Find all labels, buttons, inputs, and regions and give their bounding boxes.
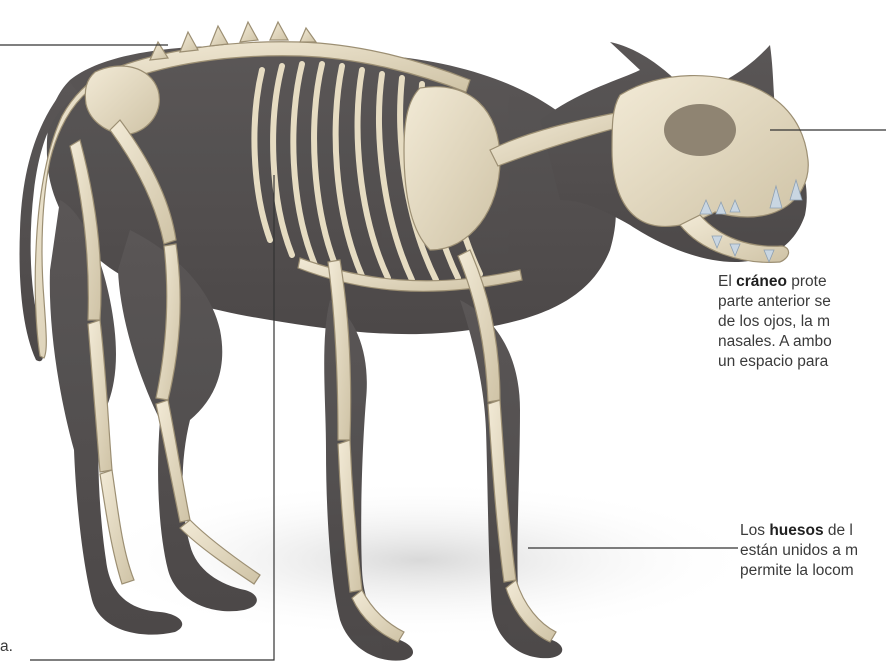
skull-caption-line-4: nasales. A ambo (718, 332, 832, 352)
leg-bones-caption-pre: Los (740, 522, 769, 539)
skull-caption-line-5: un espacio para (718, 352, 832, 372)
leg-bones-caption-line-2: están unidos a m (740, 541, 858, 561)
skull-caption: El cráneo prote parte anterior se de los… (718, 272, 832, 372)
spine-caption-tail-text: a. (0, 637, 13, 657)
spine-caption-tail: a. (0, 637, 13, 657)
skull-caption-line-1: El cráneo prote (718, 272, 832, 292)
skull-caption-keyword: cráneo (736, 273, 787, 290)
leg-bones-caption-keyword: huesos (769, 522, 823, 539)
skull-caption-post: prote (787, 273, 827, 290)
skull-caption-pre: El (718, 273, 736, 290)
skull-caption-line-2: parte anterior se (718, 292, 832, 312)
leg-bones-caption: Los huesos de l están unidos a m permite… (740, 521, 858, 581)
skull-caption-line-3: de los ojos, la m (718, 312, 832, 332)
leg-bones-caption-post: de l (824, 522, 853, 539)
leg-bones-caption-line-1: Los huesos de l (740, 521, 858, 541)
leg-bones-caption-line-3: permite la locom (740, 561, 858, 581)
